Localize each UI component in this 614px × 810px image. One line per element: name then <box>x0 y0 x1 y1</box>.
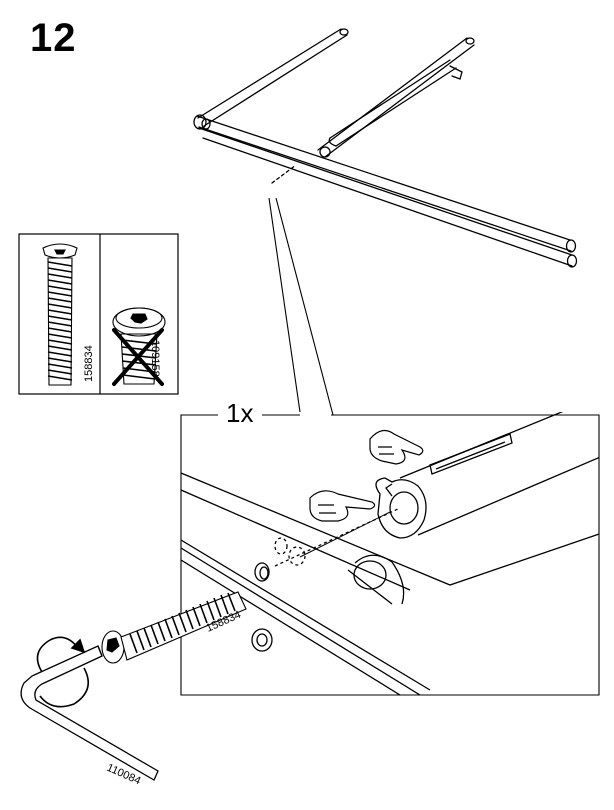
pointing-hand-icon <box>369 429 424 465</box>
long-screw-icon <box>42 243 78 386</box>
short-screw-icon <box>112 307 166 385</box>
cross-mark-icon <box>112 328 164 386</box>
frame-overview <box>193 28 578 268</box>
allen-key-icon <box>20 645 159 781</box>
detail-screw-icon <box>101 591 247 664</box>
parts-box <box>18 233 179 395</box>
approved-screw-code: 158834 <box>83 345 95 382</box>
step-number: 12 <box>30 16 77 60</box>
detail-view <box>181 412 599 695</box>
rejected-screw-code: 109158 <box>149 340 161 377</box>
quantity-label: 1x <box>224 398 256 429</box>
pointing-hand-icon <box>309 490 376 522</box>
rotation-arrow-icon <box>36 636 90 708</box>
